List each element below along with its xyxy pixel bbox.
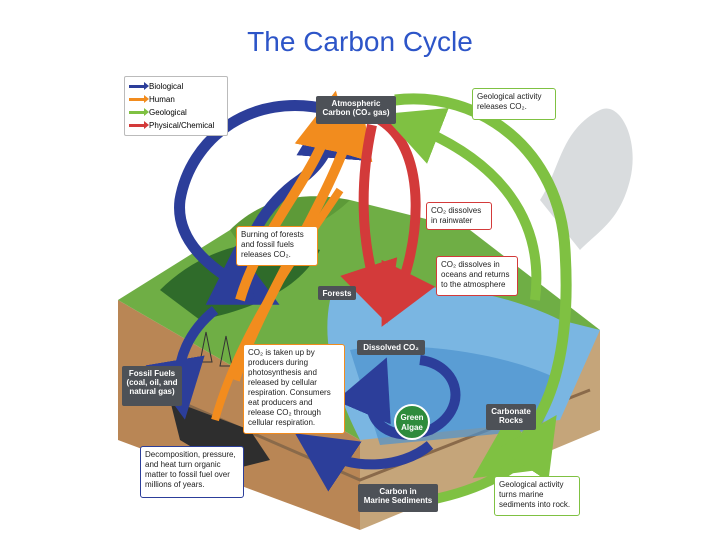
forests-label: Forests [318,286,356,300]
green-algae-label: Green Algae [394,404,430,440]
legend-item-geological: Geological [129,106,223,119]
physical-chemical-arrow-icon [129,121,149,129]
legend: Biological Human Geological Physical/Che… [124,76,228,136]
legend-label: Physical/Chemical [149,121,215,130]
geological-arrow-up [382,107,542,301]
biological-ocean-loop [335,355,461,440]
legend-label: Geological [149,108,187,117]
legend-item-human: Human [129,93,223,106]
callout-geological-release: Geological activity releases CO₂. [472,88,556,120]
callout-oceans: CO₂ dissolves in oceans and returns to t… [436,256,518,296]
human-arrow-3 [211,187,344,422]
biological-arrow-left [174,100,332,305]
geological-arrow-right [394,93,572,479]
dissolved-co2-label: Dissolved CO₂ [357,340,425,355]
callout-producers: CO₂ is taken up by producers during phot… [243,344,345,434]
legend-label: Biological [149,82,184,91]
biological-ocean-sink [295,433,434,492]
oil-derricks [199,331,233,367]
physical-arrow-down [340,123,398,324]
geological-arrow-icon [129,108,149,116]
page-title: The Carbon Cycle [247,26,473,57]
legend-item-physical-chemical: Physical/Chemical [129,119,223,132]
marine-sediments-label: Carbon in Marine Sediments [358,484,438,512]
volcano-smoke [540,108,633,250]
biological-arrow-icon [129,82,149,90]
human-arrow-icon [129,95,149,103]
legend-label: Human [149,95,175,104]
callout-burning: Burning of forests and fossil fuels rele… [236,226,318,266]
callout-rainwater: CO₂ dissolves in rainwater [426,202,492,230]
callout-geological-sediments: Geological activity turns marine sedimen… [494,476,580,516]
legend-item-biological: Biological [129,80,223,93]
fossil-fuels-label: Fossil Fuels (coal, oil, and natural gas… [122,366,182,406]
callout-decomposition: Decomposition, pressure, and heat turn o… [140,446,244,498]
atmospheric-carbon-label: Atmospheric Carbon (CO₂ gas) [316,96,396,124]
carbonate-rocks-label: Carbonate Rocks [486,404,536,430]
